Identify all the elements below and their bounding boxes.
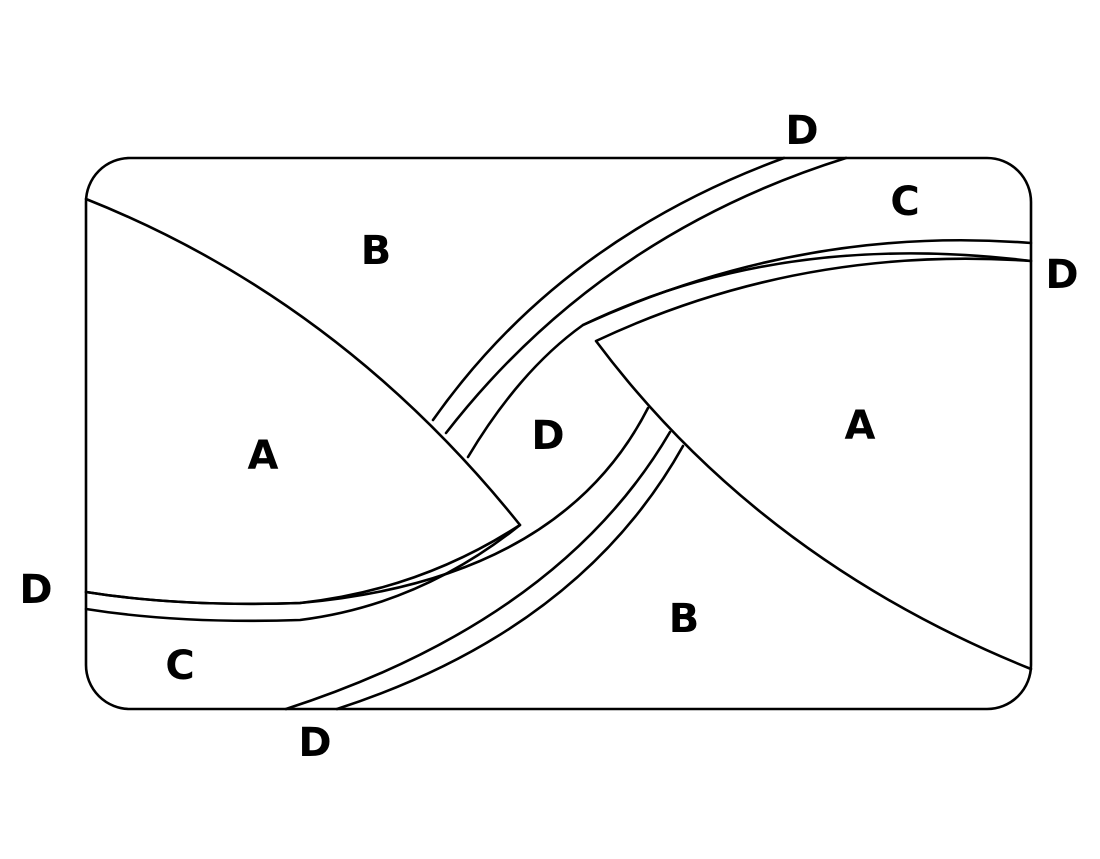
strip-top-line-2 bbox=[444, 156, 848, 435]
strip-bottom-line-1 bbox=[84, 406, 650, 606]
label-c-top-right: C bbox=[890, 179, 920, 225]
label-d-right: D bbox=[1045, 252, 1079, 298]
label-b-bottom: B bbox=[668, 596, 700, 642]
block-border bbox=[84, 156, 1033, 711]
label-d-center: D bbox=[531, 413, 565, 459]
strip-right-line bbox=[581, 238, 1033, 327]
strip-bottom-line-2 bbox=[284, 430, 672, 711]
label-a-right: A bbox=[844, 403, 876, 449]
label-d-top: D bbox=[785, 108, 819, 154]
region-a-right-outline bbox=[594, 257, 1033, 671]
strip-top-line-1 bbox=[431, 156, 786, 422]
label-a-left: A bbox=[247, 433, 279, 479]
strip-left-line bbox=[84, 523, 522, 623]
label-d-bottom: D bbox=[298, 720, 332, 766]
strip-bottom-line-3 bbox=[335, 444, 685, 711]
label-c-bottom-left: C bbox=[165, 643, 195, 689]
region-a-left-outline bbox=[84, 197, 522, 606]
label-d-left: D bbox=[19, 567, 53, 613]
label-b-top: B bbox=[360, 228, 392, 274]
